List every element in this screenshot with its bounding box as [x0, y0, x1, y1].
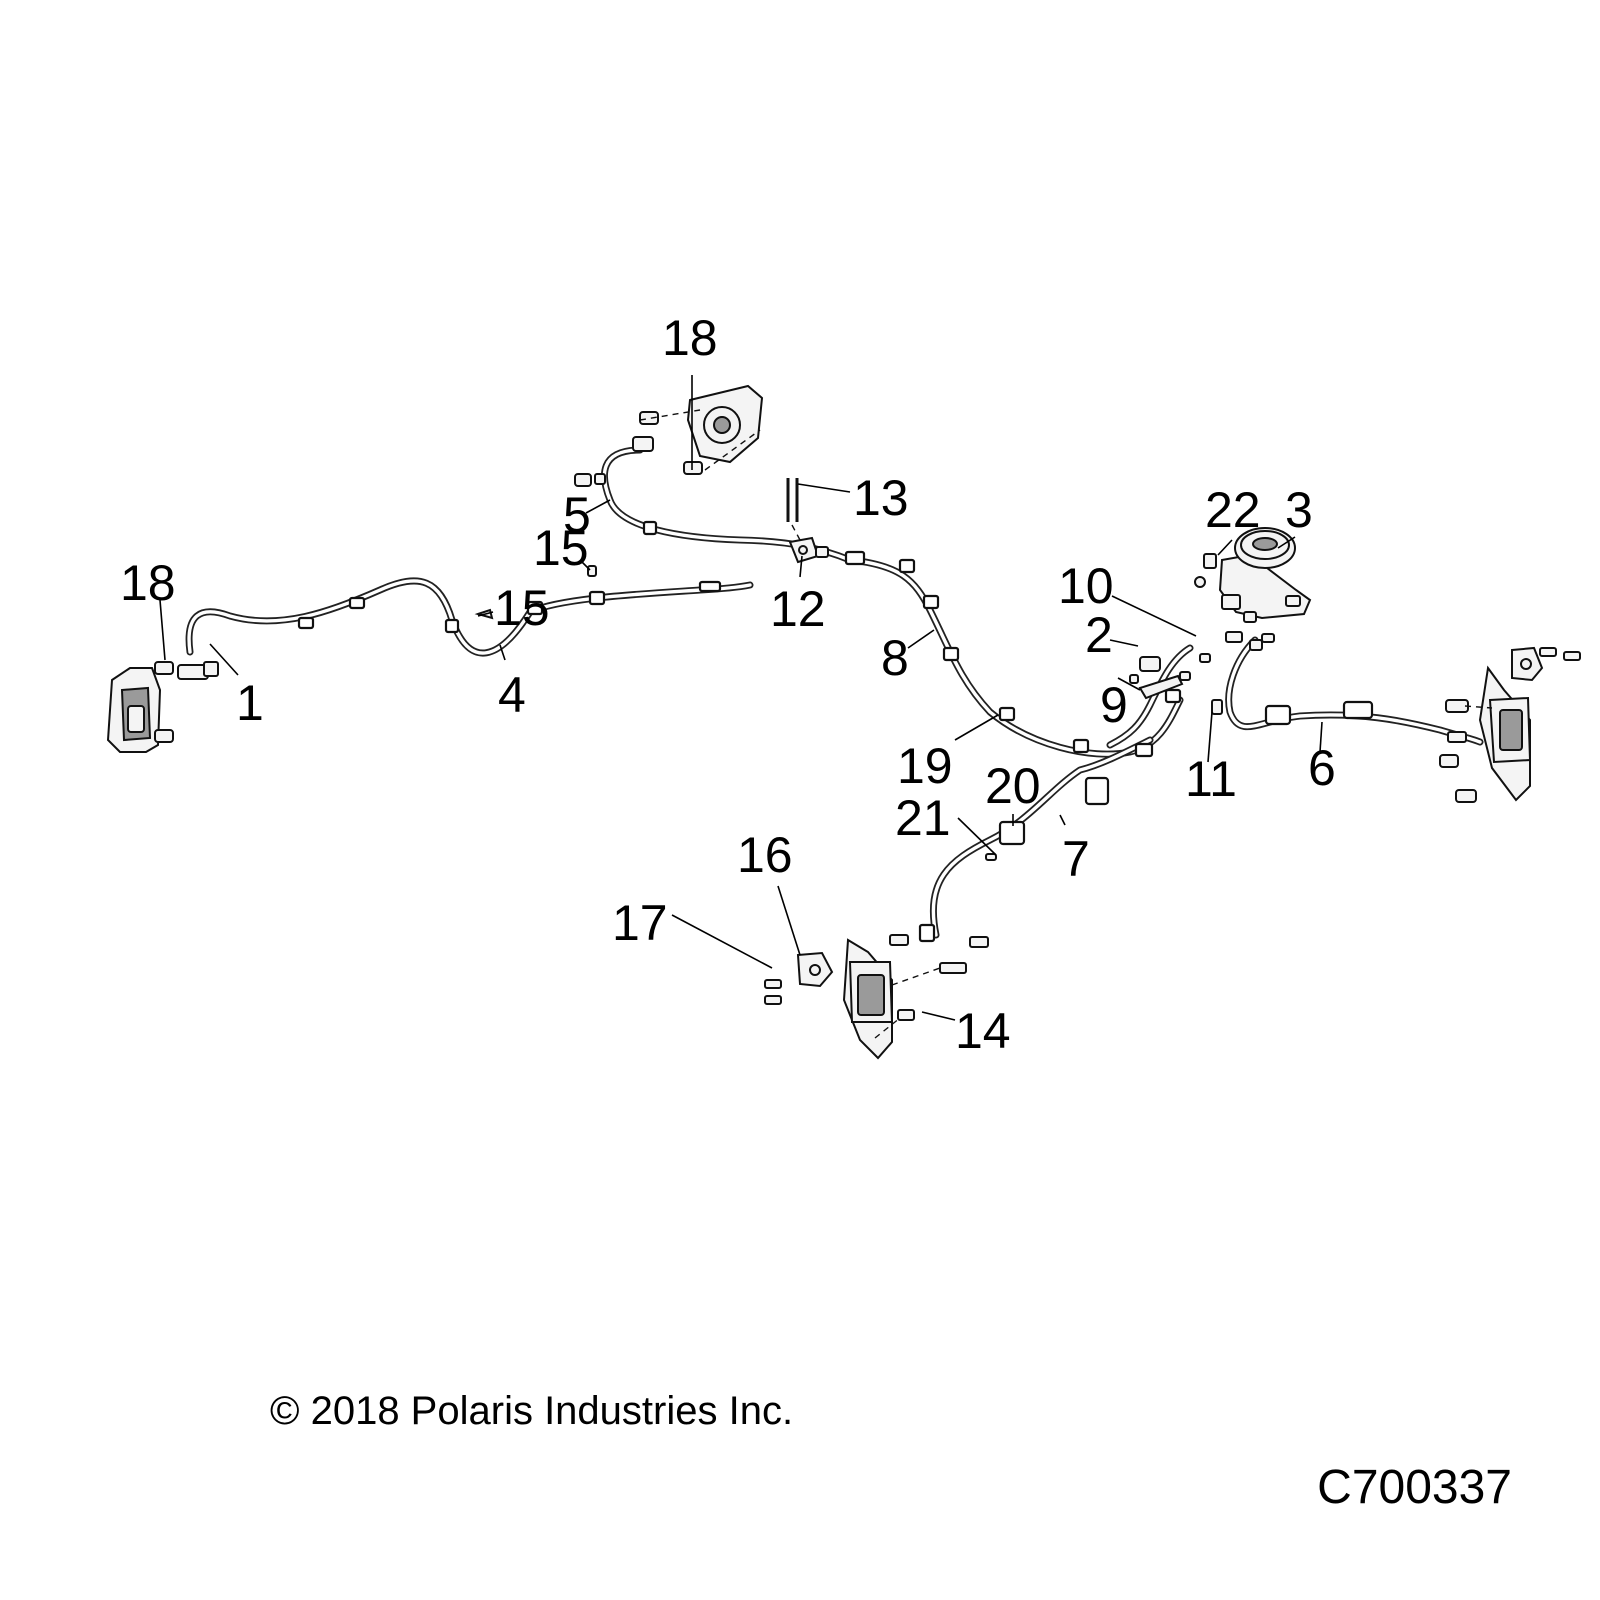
callout-13: 13	[853, 470, 909, 526]
callout-18-left: 18	[120, 555, 176, 611]
diagram-id: C700337	[1317, 1461, 1512, 1514]
callout-4: 4	[498, 667, 526, 723]
callout-19: 19	[897, 738, 953, 794]
callout-22: 22	[1205, 482, 1261, 538]
callout-2: 2	[1085, 607, 1113, 663]
callout-7: 7	[1062, 831, 1090, 887]
callout-8: 8	[881, 630, 909, 686]
callout-21: 21	[895, 790, 951, 846]
brake-line-7	[929, 736, 1154, 939]
callout-14: 14	[955, 1003, 1011, 1059]
callout-16: 16	[737, 827, 793, 883]
brake-lines	[185, 446, 1484, 939]
master-cylinder	[1194, 527, 1312, 623]
lower-caliper	[764, 934, 989, 1060]
right-rear-caliper	[1439, 646, 1581, 803]
callout-9: 9	[1100, 677, 1128, 733]
callout-3: 3	[1285, 482, 1313, 538]
hose-clips	[297, 520, 1374, 943]
brake-line-6	[1225, 636, 1484, 746]
leader-lines	[159, 375, 1323, 1021]
copyright-notice: © 2018 Polaris Industries Inc.	[270, 1389, 793, 1433]
junction-block	[786, 478, 829, 564]
callout-20: 20	[985, 758, 1041, 814]
left-rear-caliper	[106, 661, 219, 753]
callout-6: 6	[1308, 740, 1336, 796]
callout-10: 10	[1058, 558, 1114, 614]
callout-15-lower: 15	[494, 580, 550, 636]
callout-11: 11	[1185, 751, 1237, 807]
callout-numbers: 18 1 4 15 15 5 18 13 12 8 19 21 20 7 10 …	[120, 310, 1336, 1059]
callout-18-top: 18	[662, 310, 718, 366]
fittings	[1129, 631, 1275, 715]
callout-17: 17	[612, 895, 668, 951]
callout-15-upper: 15	[533, 520, 589, 576]
callout-12: 12	[770, 581, 826, 637]
callout-1: 1	[236, 675, 264, 731]
callout-5: 5	[563, 487, 591, 543]
front-left-caliper	[574, 384, 764, 487]
